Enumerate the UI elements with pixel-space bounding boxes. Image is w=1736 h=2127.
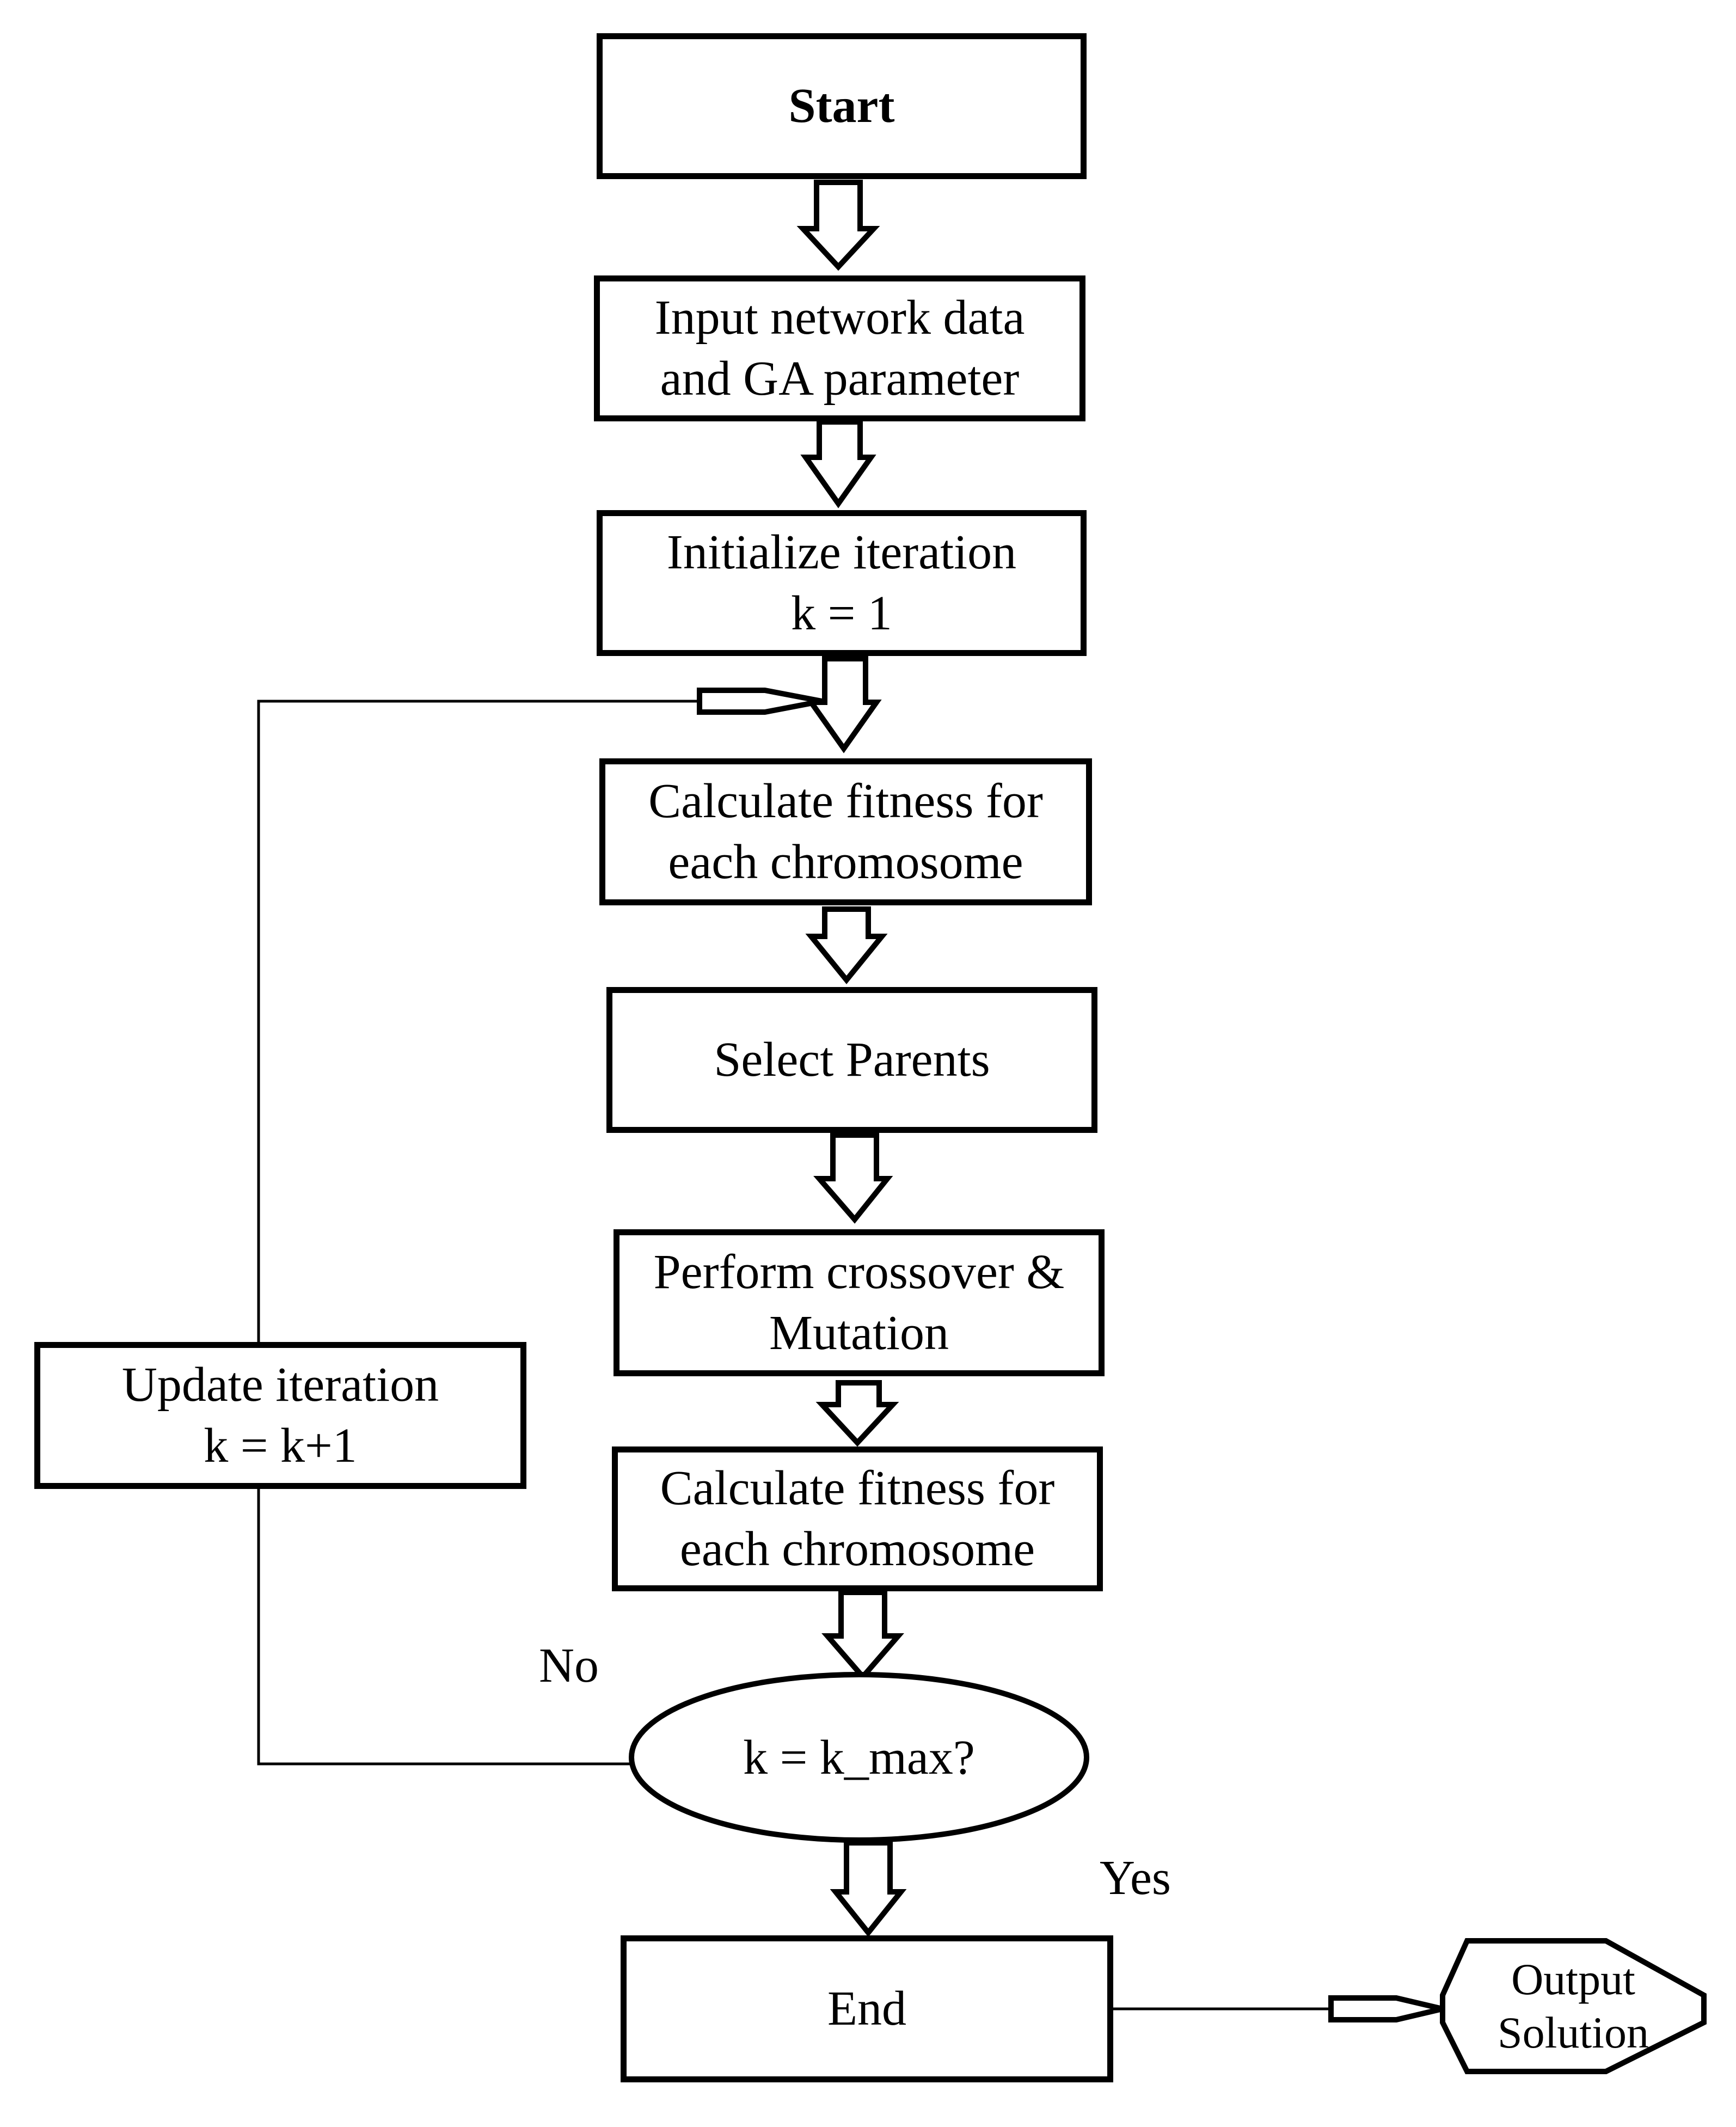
- fitness1-box: Calculate fitness for each chromosome: [599, 758, 1092, 905]
- update-box: Update iteration k = k+1: [34, 1342, 526, 1489]
- fitness1-label-line1: Calculate fitness for: [648, 774, 1043, 828]
- end-box: End: [621, 1935, 1113, 2082]
- select-label: Select Parents: [714, 1032, 990, 1087]
- start-label: Start: [788, 78, 895, 133]
- output-hexagon: [1440, 1938, 1707, 2074]
- decision-oval: [629, 1672, 1089, 1843]
- arrow-loop-into-fitness1: [697, 688, 823, 715]
- arrow-input-to-init: [800, 419, 876, 508]
- update-label-line1: Update iteration: [121, 1357, 439, 1412]
- arrow-select-to-crossover: [813, 1132, 893, 1224]
- arrow-decision-to-end: [830, 1840, 907, 1938]
- crossover-label-line2: Mutation: [769, 1306, 949, 1360]
- init-label-line2: k = 1: [791, 586, 892, 640]
- output-label-line2: Solution: [1498, 2008, 1649, 2057]
- crossover-label-line1: Perform crossover &: [653, 1245, 1065, 1299]
- init-label-line1: Initialize iteration: [666, 525, 1017, 579]
- update-label-line2: k = k+1: [204, 1419, 357, 1473]
- end-label: End: [827, 1981, 906, 2036]
- arrow-start-to-input: [796, 180, 880, 271]
- arrow-fitness2-to-decision: [821, 1590, 904, 1681]
- fitness1-label-line2: each chromosome: [668, 835, 1023, 889]
- loop-line-update-to-top: [257, 700, 700, 1342]
- arrow-fitness1-to-select: [805, 906, 888, 984]
- fitness2-label-line1: Calculate fitness for: [660, 1461, 1055, 1515]
- loop-line-decision-to-update: [257, 1486, 631, 1766]
- input-label-line2: and GA parameter: [660, 352, 1020, 406]
- no-edge-label: No: [539, 1639, 599, 1693]
- arrow-end-to-output: [1328, 1995, 1444, 2022]
- decision-label: k = k_max?: [743, 1730, 975, 1785]
- output-label: Output Solution: [1443, 1941, 1704, 2071]
- select-box: Select Parents: [606, 987, 1097, 1133]
- fitness2-label-line2: each chromosome: [679, 1522, 1035, 1576]
- arrow-crossover-to-fitness2: [815, 1380, 899, 1447]
- init-box: Initialize iteration k = 1: [597, 510, 1087, 656]
- start-box: Start: [597, 33, 1087, 179]
- crossover-box: Perform crossover & Mutation: [614, 1229, 1105, 1376]
- input-box: Input network data and GA parameter: [594, 275, 1085, 421]
- output-label-line1: Output: [1511, 1954, 1635, 2004]
- input-label-line1: Input network data: [654, 290, 1025, 345]
- yes-edge-label: Yes: [1100, 1851, 1171, 1905]
- fitness2-box: Calculate fitness for each chromosome: [612, 1446, 1103, 1591]
